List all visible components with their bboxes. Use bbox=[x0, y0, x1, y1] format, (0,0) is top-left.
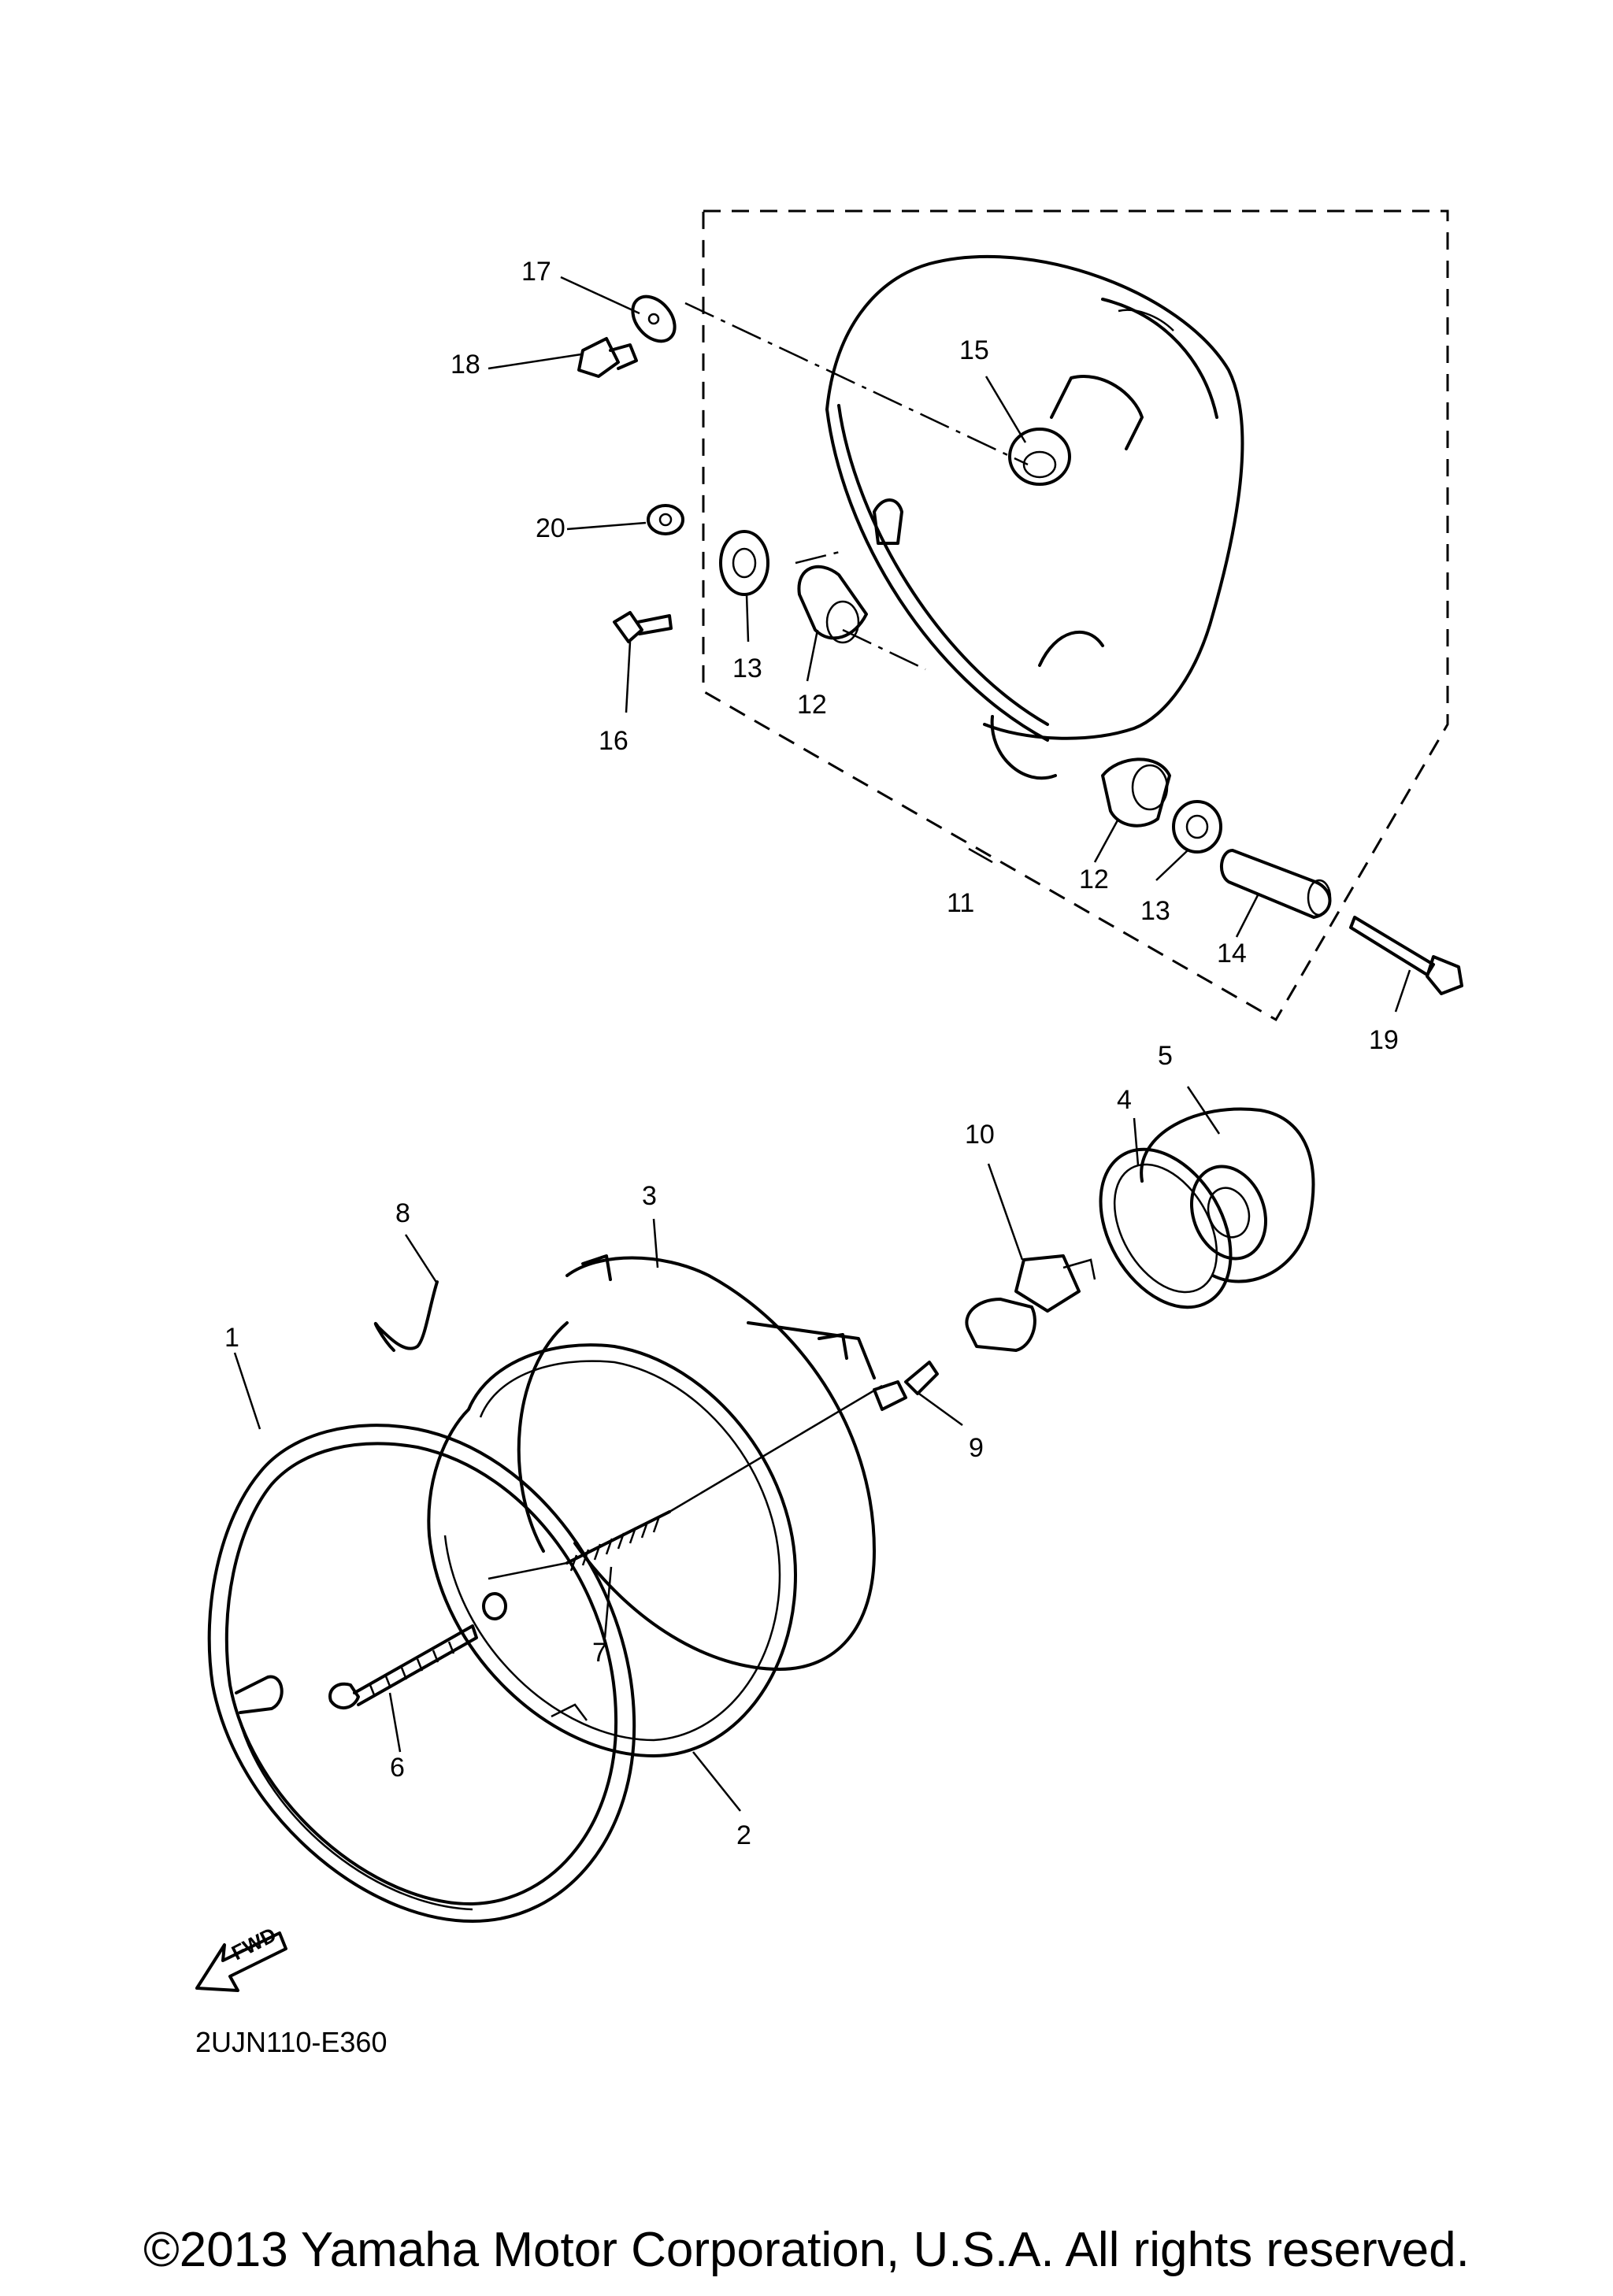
bushing-12-upper bbox=[797, 565, 868, 644]
callout-13-lower: 13 bbox=[1140, 896, 1170, 926]
callout-13-upper: 13 bbox=[732, 654, 762, 683]
callout-9: 9 bbox=[969, 1433, 984, 1463]
callout-12-upper: 12 bbox=[797, 690, 827, 720]
socket-9 bbox=[873, 1361, 939, 1411]
lens-ring-2 bbox=[427, 1343, 797, 1757]
callout-12-lower: 12 bbox=[1079, 865, 1109, 894]
copyright-notice: ©2013 Yamaha Motor Corporation, U.S.A. A… bbox=[143, 2223, 1470, 2277]
callout-10: 10 bbox=[965, 1120, 995, 1150]
callout-17: 17 bbox=[521, 257, 551, 287]
assembly-11-boundary bbox=[702, 209, 1449, 1022]
spring-7 bbox=[565, 1510, 671, 1572]
fwd-label: FWD bbox=[228, 1923, 280, 1965]
nut-20 bbox=[647, 504, 684, 535]
washer-17 bbox=[631, 294, 677, 343]
bulb-10 bbox=[965, 1254, 1096, 1352]
bolt-19 bbox=[1349, 916, 1463, 995]
callout-1: 1 bbox=[224, 1323, 239, 1353]
reflector-3 bbox=[517, 1254, 876, 1671]
callout-14: 14 bbox=[1217, 939, 1247, 968]
bolt-18 bbox=[577, 337, 638, 378]
ring-4 bbox=[1099, 1147, 1233, 1309]
collar-14 bbox=[1220, 849, 1332, 919]
callout-numbers: 17 18 20 13 12 16 15 11 12 13 14 19 5 4 … bbox=[224, 257, 1399, 1850]
callout-3: 3 bbox=[642, 1181, 657, 1211]
callout-16: 16 bbox=[599, 726, 629, 756]
callout-4: 4 bbox=[1117, 1085, 1132, 1115]
grommet-13-upper bbox=[719, 530, 769, 596]
grommet-15 bbox=[1008, 428, 1071, 486]
callout-7: 7 bbox=[592, 1638, 607, 1668]
callout-6: 6 bbox=[390, 1753, 405, 1783]
fwd-arrow-icon: FWD bbox=[195, 1923, 287, 1992]
leader-lines bbox=[233, 276, 1411, 1812]
grommet-13-lower bbox=[1172, 800, 1222, 854]
rim-1 bbox=[207, 1424, 636, 1923]
callout-20: 20 bbox=[536, 513, 565, 543]
callout-5: 5 bbox=[1158, 1041, 1173, 1071]
callout-19: 19 bbox=[1369, 1025, 1399, 1055]
callout-18: 18 bbox=[451, 350, 480, 380]
headlight-housing bbox=[825, 254, 1244, 780]
diagram-code: 2UJN110-E360 bbox=[195, 2026, 387, 2058]
callout-15: 15 bbox=[959, 335, 989, 365]
callout-11: 11 bbox=[947, 888, 974, 918]
screw-16 bbox=[613, 611, 673, 643]
screw-6 bbox=[328, 1624, 478, 1709]
callout-8: 8 bbox=[395, 1198, 410, 1228]
callout-2: 2 bbox=[736, 1820, 751, 1850]
spring-clip-8 bbox=[373, 1280, 439, 1352]
bushing-12-lower bbox=[1101, 757, 1171, 828]
socket-cover-5 bbox=[1140, 1107, 1315, 1283]
